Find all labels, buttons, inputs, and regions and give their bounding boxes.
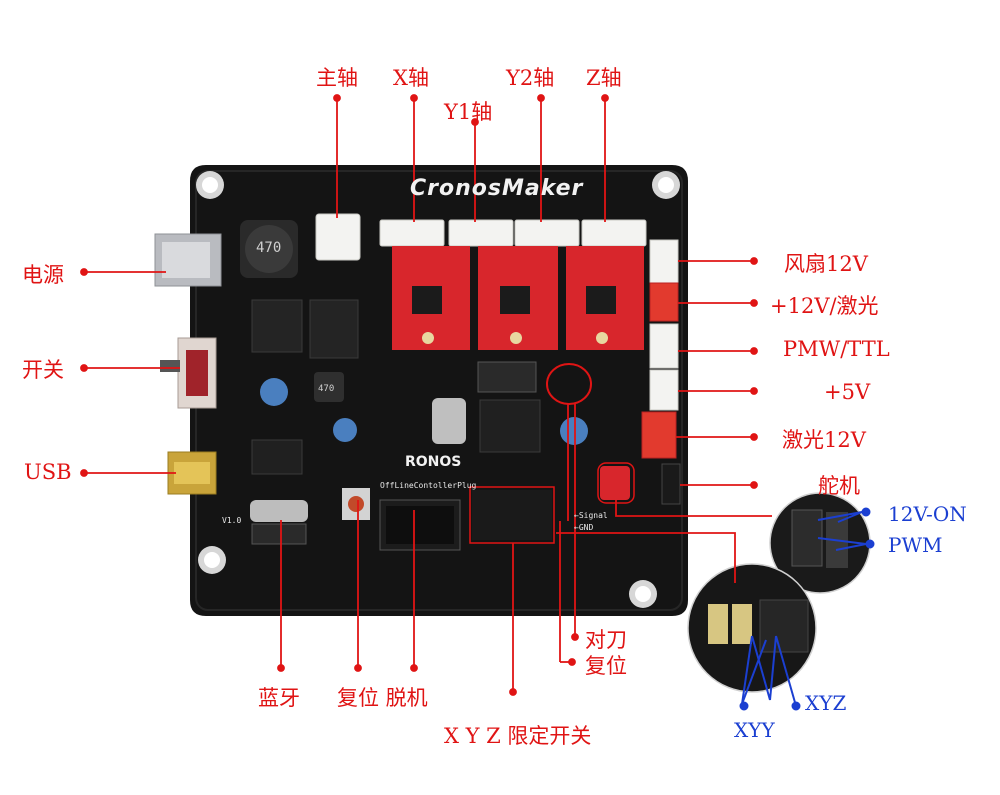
label-servo-pwm: PWM xyxy=(888,533,943,557)
label-laser12: 激光12V xyxy=(782,428,866,452)
mounting-holes xyxy=(196,171,680,608)
label-servo-12v-on: 12V-ON xyxy=(888,502,967,526)
inductor xyxy=(240,220,298,278)
label-servo: 舵机 xyxy=(818,474,860,498)
usb-port xyxy=(167,451,217,495)
label-y2-axis: Y2轴 xyxy=(506,66,555,90)
label-spindle: 主轴 xyxy=(316,66,358,90)
label-pwm-ttl: PMW/TTL xyxy=(783,337,890,361)
label-bluetooth: 蓝牙 xyxy=(258,686,300,710)
limit-inset xyxy=(687,563,817,693)
inductor-marking: 470 xyxy=(256,240,282,256)
components xyxy=(250,299,588,545)
stepper-drivers xyxy=(392,246,644,350)
power-jack xyxy=(154,233,222,287)
label-limit-switch: X Y Z 限定开关 xyxy=(444,724,592,748)
power-switch xyxy=(160,337,217,409)
label-limit-xyy: XYY xyxy=(734,718,775,742)
label-power: 电源 xyxy=(22,263,64,287)
label-reset-pin: 复位 xyxy=(585,654,627,678)
label-fan: 风扇12V xyxy=(784,252,868,276)
label-reset-offline: 复位 脱机 xyxy=(337,686,428,710)
header-label: OffLineContollerPlug xyxy=(380,481,477,490)
label-switch: 开关 xyxy=(22,358,64,382)
label-limit-xyz: XYZ xyxy=(805,691,847,715)
right-connectors xyxy=(641,239,681,505)
label-usb: USB xyxy=(24,460,72,484)
top-connectors xyxy=(315,213,647,261)
version-label: V1.0 xyxy=(222,516,242,525)
inductor-marking-2: 470 xyxy=(318,384,335,394)
annotation-lines xyxy=(739,507,875,711)
signal-label: ←Signal xyxy=(574,511,608,520)
label-z-axis: Z轴 xyxy=(586,66,622,90)
limit-header-highlight xyxy=(469,486,555,544)
probe-jumper-highlight xyxy=(546,363,592,405)
headers xyxy=(379,466,630,551)
label-y1-axis: Y1轴 xyxy=(444,100,493,124)
label-probe: 对刀 xyxy=(585,628,627,652)
label-x-axis: X轴 xyxy=(393,66,429,90)
label-5v: +5V xyxy=(824,380,871,404)
label-laser12-plus: +12V/激光 xyxy=(770,294,879,318)
board-logo-text: RONOS xyxy=(405,454,462,470)
board-brand: CronosMaker xyxy=(410,176,584,201)
callout-lines xyxy=(80,94,772,696)
gnd-label: ←GND xyxy=(574,523,594,532)
